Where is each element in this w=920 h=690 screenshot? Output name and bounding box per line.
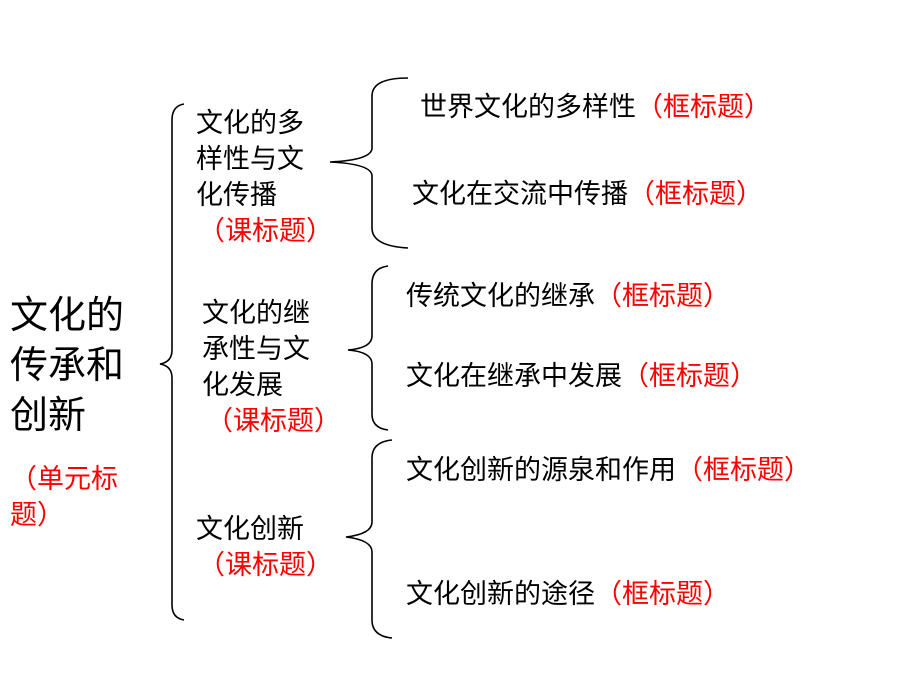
frame-2-1-tag: （框标题）: [595, 281, 730, 312]
frame-3-2-title: 文化创新的途径: [406, 579, 595, 610]
frame-1-1: 世界文化的多样性（框标题）: [420, 90, 771, 126]
lesson-2-title: 文化的继 承性与文 化发展 （课标题）: [202, 296, 341, 440]
lesson-1-title-line-1: 文化的多: [196, 108, 304, 139]
lesson-2-title-line-3: 化发展: [202, 370, 283, 401]
lesson3-brace: [345, 439, 393, 639]
frame-2-1-title: 传统文化的继承: [406, 281, 595, 312]
unit-title-line-2: 传承和: [10, 343, 125, 387]
frame-2-2-tag: （框标题）: [622, 361, 757, 392]
lesson-2-title-line-1: 文化的继: [202, 298, 310, 329]
frame-3-2-tag: （框标题）: [595, 579, 730, 610]
frame-3-2: 文化创新的途径（框标题）: [406, 577, 730, 613]
frame-1-2-tag: （框标题）: [628, 179, 763, 210]
frame-1-2: 文化在交流中传播（框标题）: [412, 177, 763, 213]
frame-2-2: 文化在继承中发展（框标题）: [406, 359, 757, 395]
unit-title-line-3: 创新: [10, 393, 87, 437]
unit-tag: （单元标 题）: [10, 462, 118, 534]
frame-3-1: 文化创新的源泉和作用（框标题）: [406, 453, 811, 489]
lesson-1-title-line-2: 样性与文: [196, 144, 304, 175]
unit-brace: [159, 103, 185, 621]
frame-1-1-title: 世界文化的多样性: [420, 92, 636, 123]
lesson-3-title-line-1: 文化创新: [196, 514, 304, 545]
lesson-1-title: 文化的多 样性与文 化传播 （课标题）: [196, 106, 333, 250]
frame-3-1-tag: （框标题）: [676, 455, 811, 486]
frame-3-1-title: 文化创新的源泉和作用: [406, 455, 676, 486]
lesson-3-title: 文化创新 （课标题）: [196, 512, 333, 584]
frame-1-2-title: 文化在交流中传播: [412, 179, 628, 210]
frame-2-1: 传统文化的继承（框标题）: [406, 279, 730, 315]
unit-tag-line-1: （单元标: [10, 464, 118, 495]
unit-tag-line-2: 题）: [10, 500, 64, 531]
lesson-2-title-line-2: 承性与文: [202, 334, 310, 365]
lesson-1-tag: （课标题）: [198, 216, 333, 247]
unit-title: 文化的 传承和 创新: [10, 290, 124, 440]
unit-title-line-1: 文化的: [10, 293, 125, 337]
lesson2-brace: [347, 265, 389, 431]
lesson-3-tag: （课标题）: [198, 550, 333, 581]
lesson-2-tag: （课标题）: [206, 406, 341, 437]
lesson1-brace: [329, 77, 409, 249]
lesson-1-title-line-3: 化传播: [196, 180, 277, 211]
frame-1-1-tag: （框标题）: [636, 92, 771, 123]
frame-2-2-title: 文化在继承中发展: [406, 361, 622, 392]
